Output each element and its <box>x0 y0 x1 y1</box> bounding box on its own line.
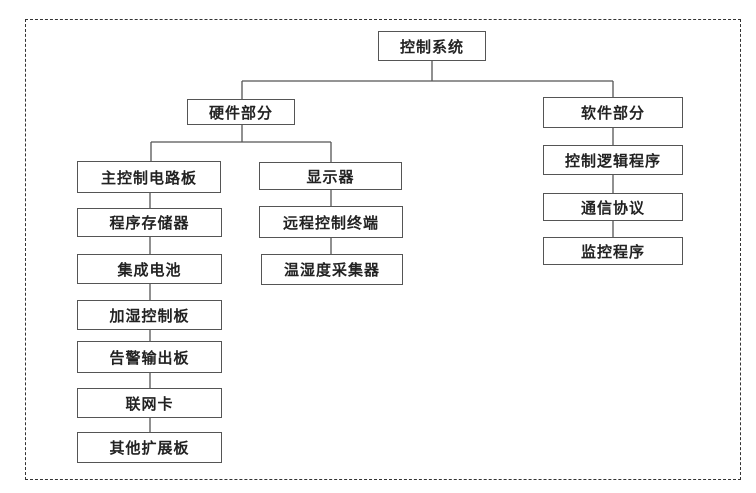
node-temp-humidity-sensor: 温湿度采集器 <box>261 254 403 285</box>
node-label: 集成电池 <box>117 260 182 279</box>
node-label: 硬件部分 <box>208 103 273 122</box>
node-root: 控制系统 <box>378 31 486 61</box>
node-software: 软件部分 <box>543 97 683 128</box>
node-label: 软件部分 <box>580 104 645 122</box>
node-label: 其他扩展板 <box>109 439 190 457</box>
node-label: 联网卡 <box>125 394 174 413</box>
diagram-frame <box>25 19 741 480</box>
node-humidifier-board: 加湿控制板 <box>77 300 222 330</box>
node-monitor-program: 监控程序 <box>543 237 683 265</box>
node-label: 远程控制终端 <box>282 213 379 232</box>
node-label: 温湿度采集器 <box>283 261 380 279</box>
node-battery: 集成电池 <box>77 254 222 284</box>
node-label: 程序存储器 <box>109 214 190 232</box>
node-label: 加湿控制板 <box>109 306 190 325</box>
node-alarm-board: 告警输出板 <box>77 341 222 373</box>
node-label: 主控制电路板 <box>100 168 197 187</box>
node-label: 控制系统 <box>399 37 464 56</box>
node-main-board: 主控制电路板 <box>77 161 221 193</box>
node-expansion-board: 其他扩展板 <box>77 432 222 463</box>
node-label: 通信协议 <box>580 198 645 217</box>
node-network-card: 联网卡 <box>77 388 222 418</box>
node-label: 显示器 <box>306 167 355 186</box>
node-program-memory: 程序存储器 <box>77 208 222 237</box>
node-label: 告警输出板 <box>109 348 190 367</box>
node-remote-terminal: 远程控制终端 <box>259 206 403 238</box>
node-comm-protocol: 通信协议 <box>543 193 683 221</box>
node-label: 控制逻辑程序 <box>564 151 661 170</box>
node-label: 监控程序 <box>580 242 645 261</box>
node-control-logic: 控制逻辑程序 <box>543 145 683 175</box>
node-display: 显示器 <box>259 162 402 190</box>
node-hardware: 硬件部分 <box>187 99 295 125</box>
